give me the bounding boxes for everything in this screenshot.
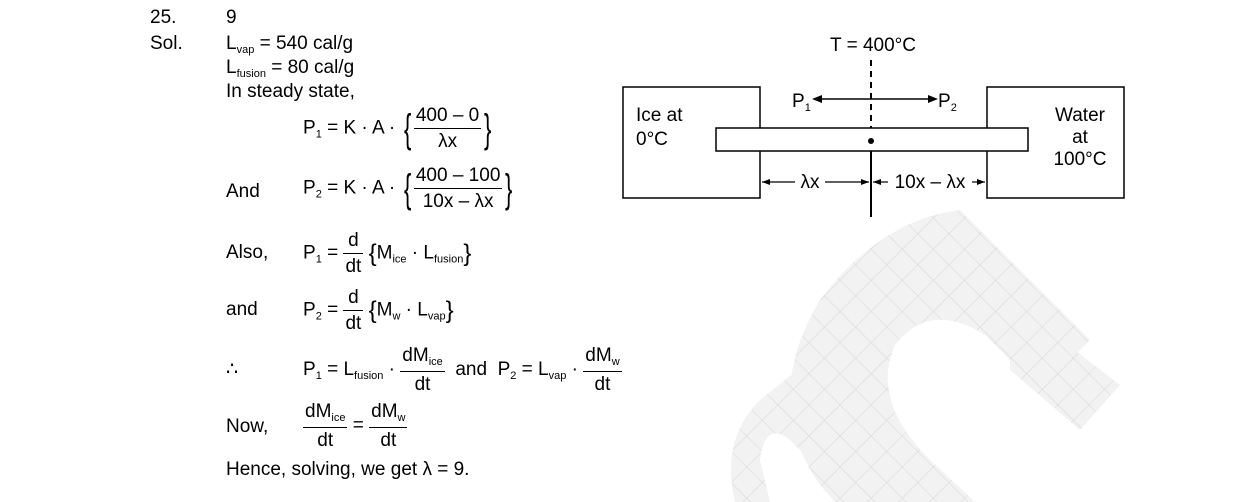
steady-state-text: In steady state, <box>226 81 355 102</box>
lfusion-line: Lfusion = 80 cal/g <box>226 57 355 80</box>
ice-label-line1: Ice at <box>636 105 683 126</box>
lx-arrowhead-right <box>861 179 869 185</box>
water-label-line3: 100°C <box>1053 149 1106 170</box>
and2-label: and <box>226 299 258 320</box>
heat-flow-arrowhead-left <box>812 95 822 103</box>
solution-label: Sol. <box>150 33 183 54</box>
question-answer: 9 <box>226 7 237 28</box>
lx-arrowhead-left <box>762 179 770 185</box>
rest-arrowhead-left <box>873 179 881 185</box>
heat-flow-arrowhead-right <box>928 95 938 103</box>
rest-arrowhead-right <box>977 179 985 185</box>
conclusion-text: Hence, solving, we get λ = 9. <box>226 459 470 480</box>
junction-point <box>868 138 874 144</box>
question-number: 25. <box>150 7 177 28</box>
water-label-line2: at <box>1072 127 1089 148</box>
p1-label: P1 <box>792 91 811 114</box>
p2-label: P2 <box>938 91 957 114</box>
now-label: Now, <box>226 416 269 437</box>
therefore-symbol: ∴ <box>226 359 239 380</box>
and-label: And <box>226 181 260 202</box>
also-label: Also, <box>226 242 269 263</box>
lvap-line: Lvap = 540 cal/g <box>226 33 354 56</box>
ice-label-line2: 0°C <box>636 129 668 150</box>
rest-label: 10x – λx <box>895 172 966 193</box>
lx-label: λx <box>801 172 821 193</box>
water-label-line1: Water <box>1055 105 1106 126</box>
temperature-label: T = 400°C <box>830 35 916 56</box>
